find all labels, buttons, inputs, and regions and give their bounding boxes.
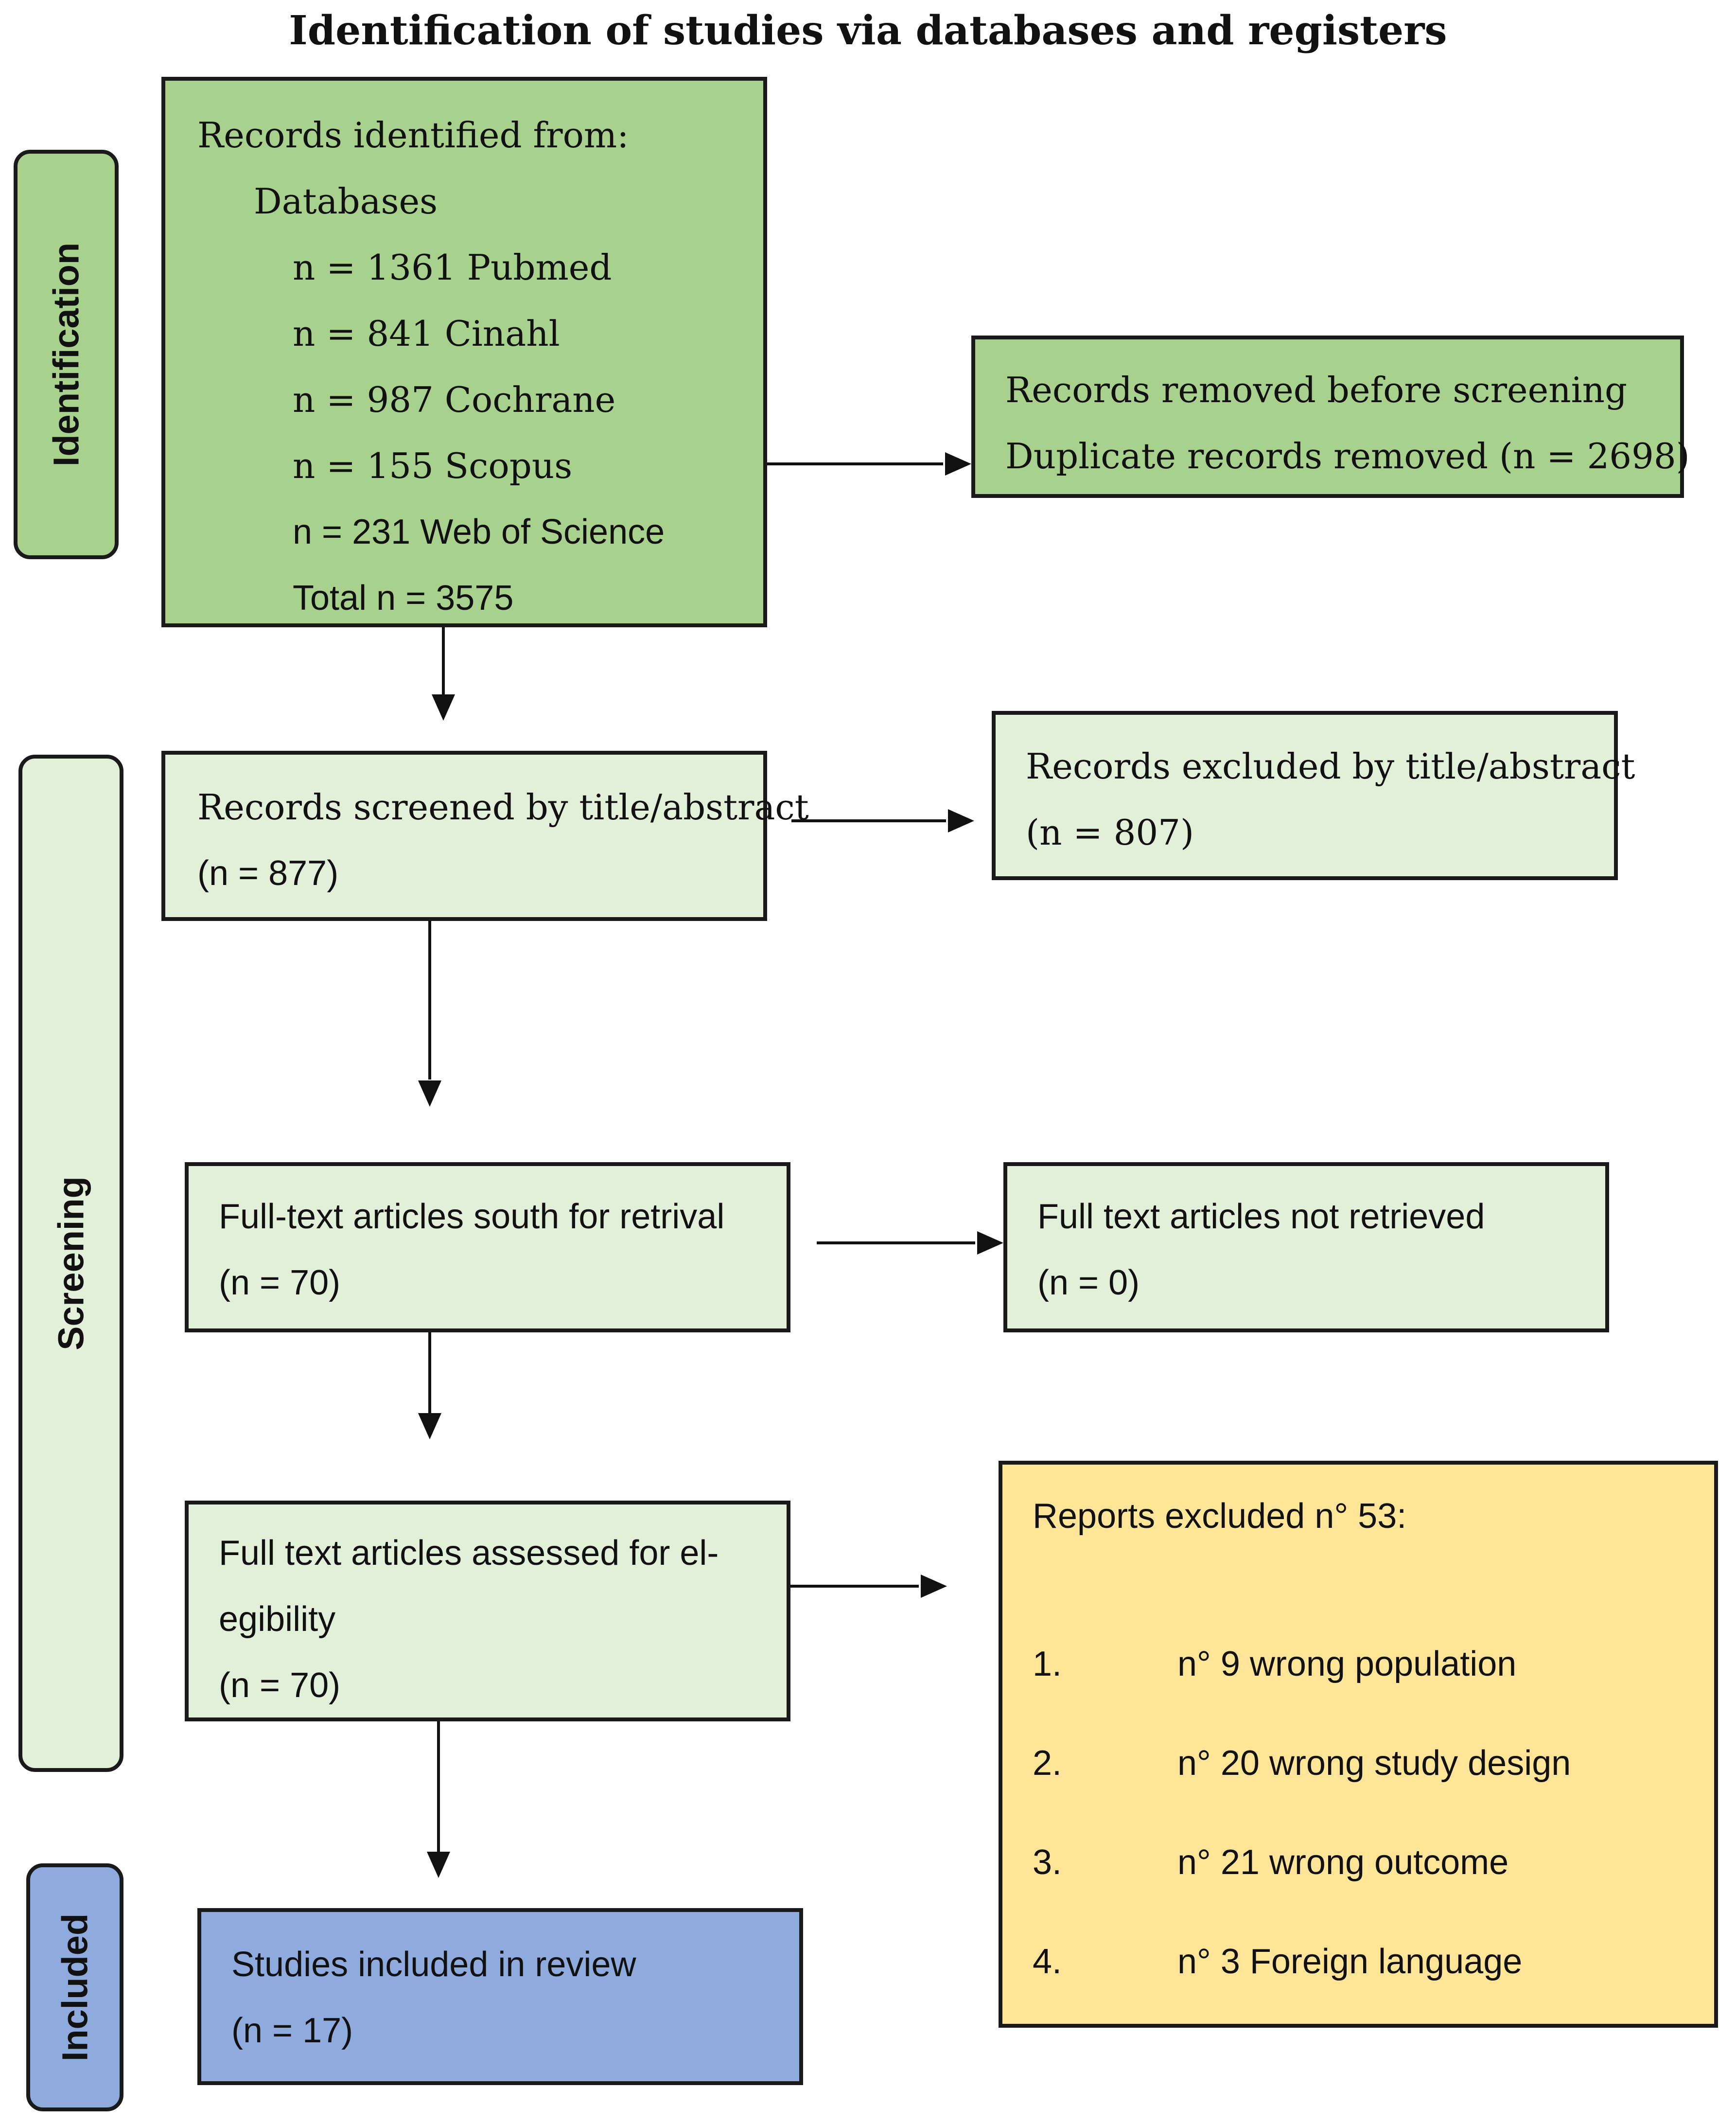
eligibility-label-line2: egibility <box>219 1600 336 1639</box>
retrieval-box: Full-text articles south for retrival (n… <box>185 1162 790 1332</box>
records-identified-box: Records identified from: Databases n = 1… <box>161 77 767 627</box>
studies-included-label: Studies included in review <box>231 1945 636 1984</box>
reports-excluded-heading: Reports excluded n° 53: <box>1033 1497 1407 1536</box>
records-excluded-box: Records excluded by title/abstract (n = … <box>992 711 1635 880</box>
records-removed-heading: Records removed before screening <box>1005 370 1628 410</box>
count-web-of-science: n = 231 Web of Science <box>293 513 665 551</box>
records-excluded-label: Records excluded by title/abstract <box>1026 746 1635 787</box>
phase-screening: Screening <box>18 755 123 1772</box>
diagram-title: Identification of studies via databases … <box>289 7 1447 54</box>
count-scopus: n = 155 Scopus <box>293 445 573 486</box>
arrowhead <box>432 694 455 721</box>
eligibility-label-line1: Full text articles assessed for el- <box>219 1534 719 1573</box>
duplicates-removed: Duplicate records removed (n = 2698) <box>1005 436 1690 477</box>
count-cinahl: n = 841 Cinahl <box>293 313 560 354</box>
arrowhead <box>945 452 971 476</box>
count-cochrane: n = 987 Cochrane <box>293 379 616 420</box>
databases-label: Databases <box>254 181 438 222</box>
arrowhead <box>921 1575 947 1598</box>
records-removed-box: Records removed before screening Duplica… <box>971 336 1690 498</box>
arrowhead <box>418 1080 441 1107</box>
reason-number: 3. <box>1033 1843 1062 1882</box>
count-pubmed: n = 1361 Pubmed <box>293 247 612 288</box>
reason-number: 4. <box>1033 1942 1062 1981</box>
retrieval-label: Full-text articles south for retrival <box>219 1197 725 1236</box>
reason-text: n° 9 wrong population <box>1177 1645 1517 1683</box>
records-identified-heading: Records identified from: <box>197 115 629 156</box>
reports-excluded-box: Reports excluded n° 53: 1. n° 9 wrong po… <box>999 1461 1718 2028</box>
records-excluded-count: (n = 807) <box>1026 812 1194 853</box>
records-screened-count: (n = 877) <box>197 854 339 893</box>
records-screened-label: Records screened by title/abstract <box>197 787 809 828</box>
arrowhead <box>427 1852 450 1878</box>
not-retrieved-label: Full text articles not retrieved <box>1037 1197 1485 1236</box>
arrowhead <box>977 1231 1003 1255</box>
phase-identification: Identification <box>14 150 119 559</box>
eligibility-count: (n = 70) <box>219 1666 341 1705</box>
eligibility-box: Full text articles assessed for el- egib… <box>185 1501 790 1721</box>
arrowhead <box>948 809 974 832</box>
reason-text: n° 20 wrong study design <box>1177 1744 1571 1783</box>
reason-text: n° 21 wrong outcome <box>1177 1843 1509 1882</box>
retrieval-count: (n = 70) <box>219 1263 341 1302</box>
arrowhead <box>418 1413 441 1439</box>
phase-included: Included <box>26 1863 123 2111</box>
not-retrieved-box: Full text articles not retrieved (n = 0) <box>1003 1162 1609 1332</box>
studies-included-count: (n = 17) <box>231 2011 353 2050</box>
records-screened-box: Records screened by title/abstract (n = … <box>161 751 809 921</box>
reason-number: 1. <box>1033 1645 1062 1683</box>
not-retrieved-count: (n = 0) <box>1037 1263 1140 1302</box>
studies-included-box: Studies included in review (n = 17) <box>197 1908 803 2085</box>
reason-text: n° 3 Foreign language <box>1177 1942 1523 1981</box>
reason-number: 2. <box>1033 1744 1062 1783</box>
count-total: Total n = 3575 <box>293 579 514 618</box>
